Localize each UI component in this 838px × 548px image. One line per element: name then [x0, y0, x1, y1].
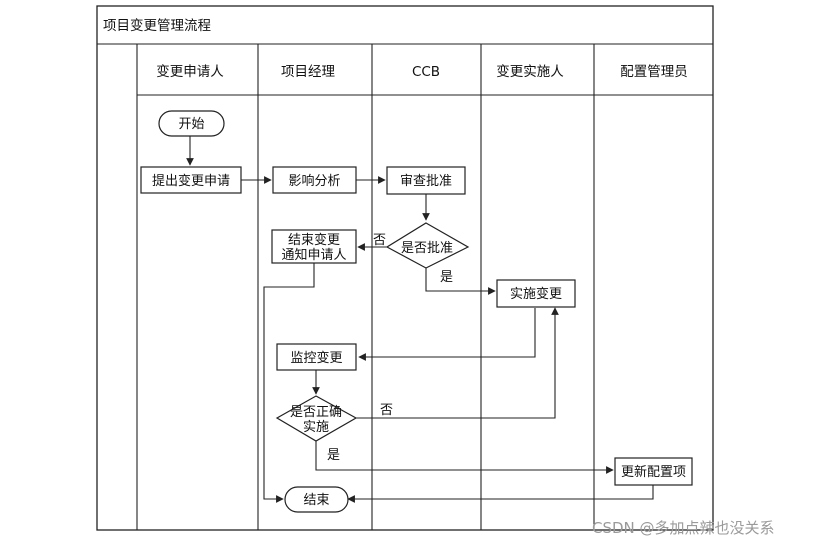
correctness-decision-line1: 是否正确 [290, 405, 342, 420]
correct-no-label: 否 [380, 403, 393, 418]
review-approve-box [386, 166, 466, 195]
start-label: 开始 [178, 117, 204, 132]
review-approve-label: 审查批准 [400, 174, 452, 189]
notify-requester-line2: 通知申请人 [281, 247, 346, 263]
arrow-check-no [356, 307, 559, 419]
lane-header-project-manager: 项目经理 [281, 64, 335, 80]
arrow-notify-to-end [263, 263, 315, 503]
update-config-label: 更新配置项 [621, 464, 686, 480]
arrow-check-yes [315, 441, 614, 474]
approval-decision-diamond [385, 222, 470, 269]
end-terminator [284, 486, 349, 513]
implement-change-box [496, 279, 576, 308]
csdn-watermark: CSDN @多加点辣也没关系 [592, 519, 775, 537]
monitor-change-box [276, 343, 357, 371]
correctness-decision-line2: 实施 [303, 420, 329, 435]
arrow-implement-to-monitor [358, 308, 536, 361]
correct-yes-label: 是 [327, 448, 340, 463]
approval-decision-label: 是否批准 [401, 241, 453, 256]
lane-header-ccb: CCB [412, 64, 440, 80]
impact-analysis-box [272, 166, 357, 194]
start-terminator [158, 110, 225, 137]
correctness-decision-diamond [275, 395, 358, 442]
lane-header-requester: 变更申请人 [156, 64, 224, 80]
submit-request-box [140, 166, 242, 194]
approve-yes-label: 是 [440, 270, 453, 285]
notify-requester-box [271, 229, 357, 264]
diagram-title: 项目变更管理流程 [103, 18, 211, 34]
update-config-box [614, 457, 693, 486]
arrow-update-to-end [347, 485, 654, 503]
connectors [186, 136, 654, 503]
implement-change-label: 实施变更 [510, 286, 562, 302]
end-label: 结束 [303, 493, 329, 508]
monitor-change-label: 监控变更 [290, 350, 342, 366]
lane-header-implementer: 变更实施人 [496, 64, 564, 80]
submit-request-label: 提出变更申请 [152, 173, 230, 189]
lane-header-config-manager: 配置管理员 [620, 64, 688, 80]
notify-requester-line1: 结束变更 [288, 232, 340, 248]
arrow-decision-yes [425, 268, 496, 295]
impact-analysis-label: 影响分析 [288, 173, 340, 189]
swimlane-frame [96, 5, 714, 531]
approve-no-label: 否 [373, 233, 386, 248]
